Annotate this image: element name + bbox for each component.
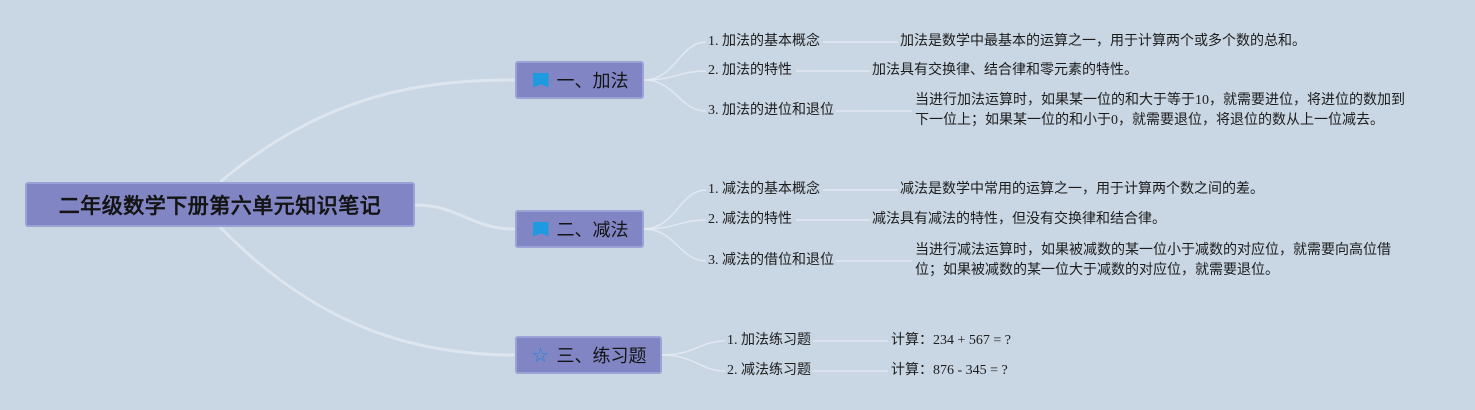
topic-description: 当进行减法运算时，如果被减数的某一位小于减数的对应位，就需要向高位借位；如果被减…	[915, 243, 1391, 278]
topic-description: 计算：234 + 567 = ?	[891, 333, 1012, 348]
topic-description: 减法具有减法的特性，但没有交换律和结合律。	[872, 212, 1166, 227]
topic-item[interactable]: 1. 减法的基本概念	[708, 182, 820, 197]
topic-description: 加法是数学中最基本的运算之一，用于计算两个或多个数的总和。	[900, 34, 1306, 49]
topic-item[interactable]: 2. 减法练习题	[727, 363, 811, 378]
section-subtraction[interactable]: 二、减法	[515, 210, 644, 248]
topic-description: 加法具有交换律、结合律和零元素的特性。	[872, 63, 1138, 78]
topic-item[interactable]: 2. 减法的特性	[708, 212, 792, 227]
topic-item[interactable]: 1. 加法练习题	[727, 333, 811, 348]
section-title: 二、减法	[556, 220, 629, 241]
topic-item[interactable]: 3. 加法的进位和退位	[708, 103, 834, 118]
section-title: 三、练习题	[556, 346, 647, 367]
topic-description: 当进行加法运算时，如果某一位的和大于等于10，就需要进位，将进位的数加到下一位上…	[915, 93, 1405, 128]
topic-item[interactable]: 2. 加法的特性	[708, 63, 792, 78]
root-topic-title: 二年级数学下册第六单元知识笔记	[58, 193, 382, 218]
root-topic[interactable]: 二年级数学下册第六单元知识笔记	[25, 182, 415, 227]
flag-icon	[531, 219, 551, 239]
section-title: 一、加法	[556, 71, 629, 92]
topic-description: 减法是数学中常用的运算之一，用于计算两个数之间的差。	[900, 182, 1264, 197]
section-exercises[interactable]: ☆ 三、练习题	[515, 336, 662, 374]
topic-item[interactable]: 3. 减法的借位和退位	[708, 253, 834, 268]
topic-item[interactable]: 1. 加法的基本概念	[708, 34, 820, 49]
topic-description: 计算：876 - 345 = ?	[891, 363, 1008, 378]
section-addition[interactable]: 一、加法	[515, 61, 644, 99]
flag-icon	[531, 70, 551, 90]
star-icon: ☆	[531, 343, 550, 367]
